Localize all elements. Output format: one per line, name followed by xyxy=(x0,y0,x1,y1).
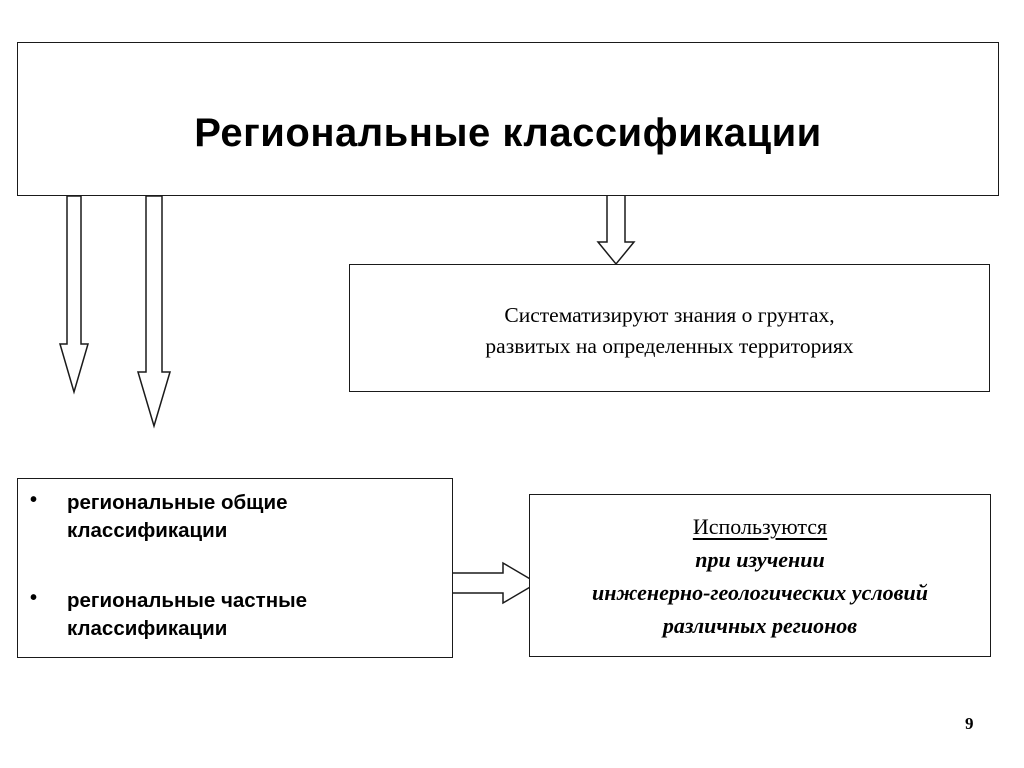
systematize-box xyxy=(349,264,990,392)
bullet-marker: • xyxy=(30,587,38,609)
bullet-marker: • xyxy=(30,489,38,511)
list-item-general: региональные общие классификации xyxy=(67,491,288,542)
usage-line-3: различных регионов xyxy=(662,613,858,638)
systematize-text: Систематизируют знания о грунтах, развит… xyxy=(349,300,990,362)
systematize-line-2: развитых на определенных территориях xyxy=(485,334,854,358)
list-item-specific: региональные частные классификации xyxy=(67,589,308,640)
title-box: Региональные классификации xyxy=(17,42,999,196)
usage-box xyxy=(529,494,991,657)
down-arrow-left-1 xyxy=(59,195,89,395)
classification-types-box xyxy=(17,478,453,658)
down-arrow-right xyxy=(596,187,636,266)
usage-line-2: инженерно-геологических условий xyxy=(592,580,928,605)
usage-text: Используются при изучении инженерно-геол… xyxy=(529,510,991,642)
usage-lines: при изучении инженерно-геологических усл… xyxy=(529,543,991,642)
page-title: Региональные классификации xyxy=(194,111,822,155)
systematize-line-1: Систематизируют знания о грунтах, xyxy=(504,303,835,327)
usage-line-1: при изучении xyxy=(695,547,825,572)
page-number: 9 xyxy=(965,714,974,733)
usage-heading: Используются xyxy=(692,514,828,539)
down-arrow-left-2 xyxy=(136,195,172,429)
